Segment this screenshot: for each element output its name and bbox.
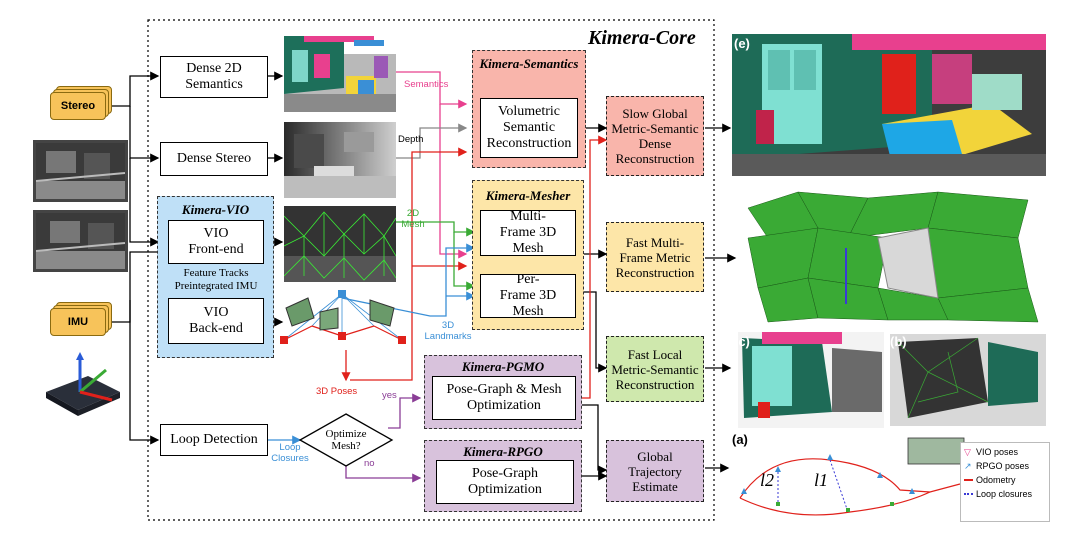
stereo-right-image <box>33 210 128 272</box>
kimera-mesher-title: Kimera-Mesher <box>485 188 571 203</box>
dense-2d-semantics-box: Dense 2D Semantics <box>160 56 268 98</box>
imu-label: IMU <box>67 316 89 328</box>
legend-odometry: Odometry <box>961 473 1049 487</box>
legend-loop-label: Loop closures <box>976 489 1033 499</box>
loop-detection-box: Loop Detection <box>160 424 268 456</box>
pgmo-optimization-box: Pose-Graph & Mesh Optimization <box>432 376 576 420</box>
kimera-pgmo-title: Kimera-PGMO <box>461 359 545 374</box>
legend-loop-closures: Loop closures <box>961 487 1049 501</box>
fast-multi-frame-output: Fast Multi-Frame Metric Reconstruction <box>606 222 704 292</box>
legend-rpgo-poses: ↗ RPGO poses <box>961 459 1049 473</box>
preintegrated-imu-label: Preintegrated IMU <box>174 280 258 292</box>
stereo-sensor: Stereo <box>50 86 112 120</box>
2d-mesh-image <box>283 206 397 282</box>
vio-frontend-box: VIO Front-end <box>168 220 264 264</box>
loop-closure-line-icon <box>964 493 973 495</box>
sublabel-c: (c) <box>734 334 750 349</box>
fast-local-output: Fast Local Metric-Semantic Reconstructio… <box>606 336 704 402</box>
rpgo-pose-icon: ↗ <box>964 461 972 471</box>
vio-backend-box: VIO Back-end <box>168 298 264 344</box>
volumetric-reconstruction-box: Volumetric Semantic Reconstruction <box>480 98 578 158</box>
dense-stereo-box: Dense Stereo <box>160 142 268 176</box>
semantics-label: Semantics <box>404 79 449 90</box>
vio-pose-icon: ▽ <box>964 447 971 457</box>
depth-label: Depth <box>398 134 424 145</box>
odometry-line-icon <box>964 479 973 481</box>
imu-sensor: IMU <box>50 302 112 336</box>
yes-label: yes <box>382 390 397 401</box>
semantic-segmentation-image <box>284 36 396 112</box>
sublabel-e: (e) <box>734 36 750 51</box>
rpgo-optimization-box: Pose-Graph Optimization <box>436 460 574 504</box>
3d-poses-label: 3D Poses <box>316 386 358 397</box>
result-e-image: (e) <box>732 34 1046 176</box>
trajectory-plot <box>739 437 965 516</box>
sublabel-b: (b) <box>890 334 907 349</box>
loop-closures-label: Loop Closures <box>271 442 309 464</box>
decision-label: Optimize Mesh? <box>325 428 367 452</box>
kimera-rpgo-title: Kimera-RPGO <box>463 444 543 459</box>
legend-rpgo-label: RPGO poses <box>976 461 1030 471</box>
kimera-vio-title: Kimera-VIO <box>181 202 250 217</box>
no-label: no <box>364 458 375 469</box>
sublabel-d: (d) <box>740 190 757 205</box>
legend-vio-poses: ▽ VIO poses <box>961 443 1049 459</box>
legend-vio-label: VIO poses <box>976 447 1019 457</box>
legend-odometry-label: Odometry <box>976 475 1016 485</box>
imu-chip-icon <box>46 352 120 416</box>
depth-image <box>284 122 396 198</box>
l2-label: l2 <box>760 470 775 490</box>
l1-label: l1 <box>814 470 829 490</box>
3d-landmarks-label: 3D Landmarks <box>424 320 472 342</box>
slow-global-output: Slow Global Metric-Semantic Dense Recons… <box>606 96 704 176</box>
2d-mesh-label: 2D Mesh <box>401 208 425 230</box>
result-d-image: (d) <box>738 188 1046 326</box>
feature-tracks-label: Feature Tracks <box>183 267 249 279</box>
core-title: Kimera-Core <box>588 27 696 49</box>
stereo-label: Stereo <box>60 100 96 112</box>
sublabel-a: (a) <box>732 432 748 447</box>
decision-diamond <box>298 413 394 467</box>
multi-frame-mesh-box: Multi-Frame 3D Mesh <box>480 209 576 256</box>
kimera-semantics-title: Kimera-Semantics <box>479 56 579 71</box>
global-trajectory-output: Global Trajectory Estimate <box>606 440 704 502</box>
result-c-image: (c) <box>732 332 884 428</box>
per-frame-mesh-box: Per-Frame 3D Mesh <box>480 272 576 319</box>
result-b-image: (b) <box>888 332 1048 428</box>
pose-graph-image <box>280 290 406 344</box>
trajectory-legend: ▽ VIO poses ↗ RPGO poses Odometry Loop clo… <box>960 442 1050 522</box>
stereo-left-image <box>33 140 128 202</box>
